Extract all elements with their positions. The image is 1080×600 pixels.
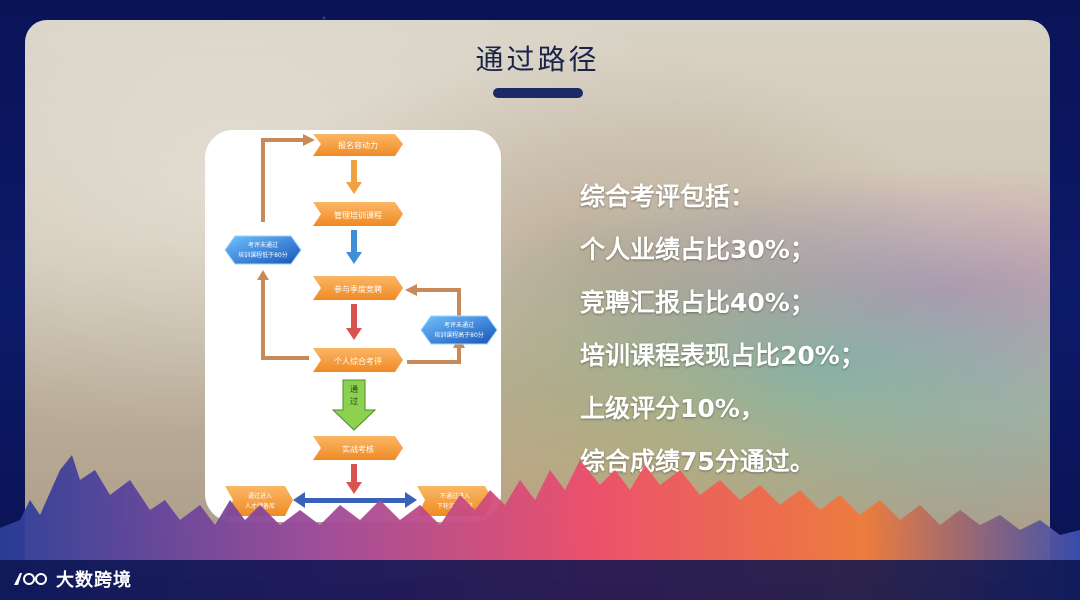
criteria-line: 培训课程表现占比20%； xyxy=(580,341,865,370)
criteria-line: 上级评分10%， xyxy=(580,394,765,423)
flow-node-4 xyxy=(313,348,403,372)
criteria-line: 个人业绩占比30%； xyxy=(580,235,815,264)
assessment-criteria: 综合考评包括： 个人业绩占比30%； 竞聘汇报占比40%； 培训课程表现占比20… xyxy=(580,170,1040,488)
flow-node-1-label: 报名容动力 xyxy=(338,140,378,150)
page-title: 通过路径 xyxy=(475,43,600,76)
hex-left-label-1: 考评未通过 xyxy=(248,241,278,249)
loop-arrow-right-bottom xyxy=(407,346,461,364)
flow-node-pass-label-1: 通过进入 xyxy=(248,492,272,500)
flow-node-4-label: 个人综合考评 xyxy=(334,356,382,366)
loop-arrow-right-top xyxy=(415,288,461,316)
arrowhead xyxy=(346,182,362,194)
arrowhead xyxy=(346,482,362,494)
arrow-down-5 xyxy=(351,464,357,484)
flow-node-5 xyxy=(313,436,403,460)
flow-node-fail-label-1: 不通过进入 xyxy=(440,492,470,500)
arrowhead xyxy=(405,492,417,508)
flow-node-1 xyxy=(313,134,403,156)
title-underline xyxy=(493,88,583,98)
hex-right-label-1: 考评未通过 xyxy=(444,321,474,329)
arrow-down-3 xyxy=(351,304,357,330)
arrowhead xyxy=(346,252,362,264)
flow-node-3 xyxy=(313,276,403,300)
flow-node-2-label: 管理培训课程 xyxy=(334,210,382,220)
arrowhead xyxy=(257,270,269,280)
logo-text: 大数跨境 xyxy=(56,570,132,591)
double-arrow-bar xyxy=(305,498,405,503)
criteria-line: 竞聘汇报占比40%； xyxy=(580,288,815,317)
arrow-down-2 xyxy=(351,230,357,254)
criteria-line: 综合成绩75分通过。 xyxy=(580,447,815,476)
flow-node-5-label: 实战考核 xyxy=(342,444,374,454)
flowchart: 报名容动力 管理培训课程 参与季度竞聘 个人综合考评 通 过 实战考核 xyxy=(224,134,498,516)
loop-arrow-left-top xyxy=(261,138,305,222)
flow-node-fail xyxy=(417,486,493,516)
pass-label-2: 过 xyxy=(350,396,358,406)
hex-right-label-2: 培训课程高于80分 xyxy=(434,331,484,339)
pass-arrow xyxy=(331,379,377,431)
arrowhead xyxy=(303,134,315,146)
flow-node-pass xyxy=(225,486,293,516)
flow-node-3-label: 参与季度竞聘 xyxy=(334,284,382,294)
pass-label: 通 xyxy=(350,384,358,394)
logo-icon xyxy=(14,573,47,585)
hex-fail-left xyxy=(224,235,302,265)
arrowhead xyxy=(293,492,305,508)
criteria-line: 综合考评包括： xyxy=(580,182,756,211)
slide-panel: 通过路径 xyxy=(25,20,1050,580)
hex-left-label-2: 培训课程低于80分 xyxy=(238,251,288,259)
flow-node-2 xyxy=(313,202,403,226)
loop-arrow-left-bottom xyxy=(261,276,309,360)
arrowhead xyxy=(405,284,417,296)
arrow-down-1 xyxy=(351,160,357,184)
arrowhead xyxy=(346,328,362,340)
flowchart-card: 报名容动力 管理培训课程 参与季度竞聘 个人综合考评 通 过 实战考核 xyxy=(205,130,501,522)
hex-fail-right xyxy=(420,315,498,345)
brand-logo: 大数跨境 xyxy=(12,566,132,592)
bottom-strip xyxy=(0,560,1080,600)
